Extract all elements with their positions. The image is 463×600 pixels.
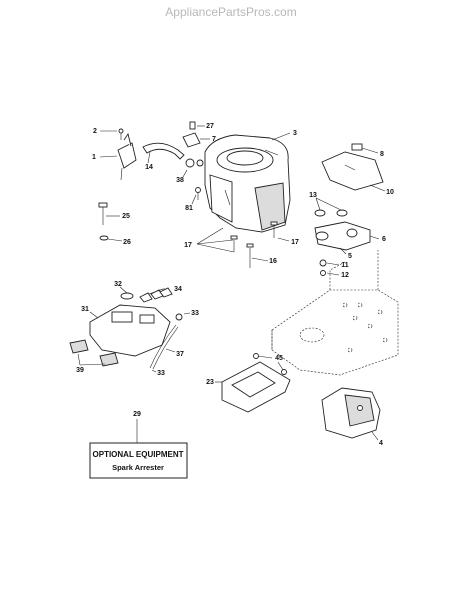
fuel-connector-part — [185, 158, 204, 200]
callout-23: 23 — [206, 379, 214, 386]
callout-17-left: 17 — [184, 242, 192, 249]
callout-32: 32 — [114, 281, 122, 288]
callout-37: 37 — [176, 351, 184, 358]
washer-part — [99, 235, 109, 241]
heat-shield-part — [321, 143, 384, 191]
callout-6: 6 — [382, 236, 386, 243]
callout-labels: 1 2 3 4 5 6 7 8 10 11 12 13 14 16 17 17 … — [76, 123, 394, 447]
callout-34: 34 — [174, 286, 182, 293]
frame-part — [271, 250, 399, 376]
ignition-module-part — [182, 121, 201, 148]
callout-29: 29 — [133, 411, 141, 418]
engine-bolts-part — [230, 221, 278, 268]
muffler-tube-part — [314, 209, 371, 251]
callout-31: 31 — [81, 306, 89, 313]
callout-2: 2 — [93, 128, 97, 135]
callout-1: 1 — [92, 154, 96, 161]
optional-equipment-title: OPTIONAL EQUIPMENT — [93, 450, 184, 459]
callout-45: 45 — [275, 355, 283, 362]
callout-7: 7 — [212, 136, 216, 143]
optional-equipment-box — [89, 442, 188, 479]
callout-14: 14 — [145, 164, 153, 171]
choke-bracket-part — [117, 128, 137, 181]
callout-3: 3 — [293, 130, 297, 137]
callout-26: 26 — [123, 239, 131, 246]
callout-33-lower: 33 — [157, 370, 165, 377]
air-cleaner-part — [69, 287, 173, 367]
callout-38: 38 — [176, 177, 184, 184]
callout-8: 8 — [380, 151, 384, 158]
callout-11: 11 — [341, 262, 349, 269]
watermark-text: AppliancePartsPros.com — [165, 5, 296, 19]
callout-25: 25 — [122, 213, 130, 220]
callout-13: 13 — [309, 192, 317, 199]
nut-part — [319, 259, 327, 276]
muffler-part — [321, 387, 381, 439]
callout-81: 81 — [185, 205, 193, 212]
callout-16: 16 — [269, 258, 277, 265]
callout-4: 4 — [379, 440, 383, 447]
optional-equipment-subtitle: Spark Arrester — [112, 463, 164, 472]
callout-33-upper: 33 — [191, 310, 199, 317]
callout-10: 10 — [386, 189, 394, 196]
callout-12: 12 — [341, 272, 349, 279]
bolt-part — [98, 202, 108, 225]
fuel-line-part — [149, 313, 183, 370]
callout-27: 27 — [206, 123, 214, 130]
callout-39: 39 — [76, 367, 84, 374]
breather-hose-part — [142, 142, 185, 160]
callout-17-right: 17 — [291, 239, 299, 246]
callout-5: 5 — [348, 253, 352, 260]
mounting-bracket-part — [221, 353, 291, 413]
engine-part — [204, 134, 291, 233]
